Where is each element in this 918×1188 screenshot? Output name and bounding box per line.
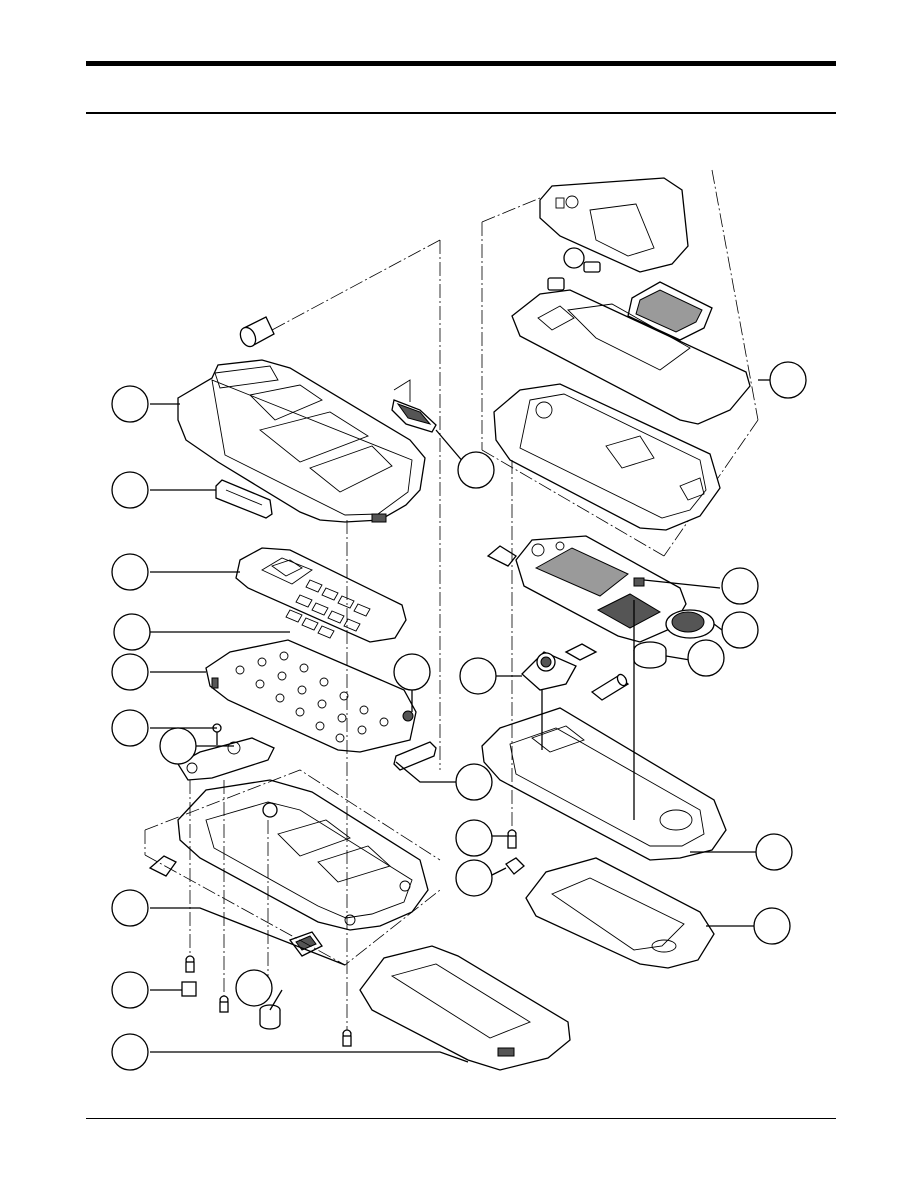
callout-circle — [687, 639, 725, 677]
earjack-cover — [148, 855, 177, 877]
callout-circle — [457, 451, 495, 489]
main-window — [539, 177, 689, 273]
right-screws — [505, 460, 525, 875]
callout-circle — [455, 819, 493, 857]
callout-circle — [159, 727, 197, 765]
lcd-window — [627, 281, 713, 341]
callout-circle — [111, 709, 149, 747]
front-upper-cover — [177, 359, 426, 523]
rear-lower-cover — [481, 600, 727, 861]
callout-circle — [753, 907, 791, 945]
keypad-pba — [205, 639, 417, 753]
hinge-bracket — [177, 723, 275, 781]
callout-circle — [111, 971, 149, 1009]
callout-circle — [111, 889, 149, 927]
receiver-rubber — [391, 379, 437, 433]
header-rule-thin — [86, 112, 836, 114]
header-rule-thick — [86, 61, 836, 66]
lower-screws — [181, 520, 352, 1047]
callout-circle — [111, 471, 149, 509]
camera-module — [521, 643, 598, 691]
vibrator — [633, 641, 667, 669]
hinge-cylinder — [239, 316, 275, 348]
callout-circle — [393, 653, 431, 691]
callout-circle — [721, 567, 759, 605]
leader-lines — [150, 379, 770, 1063]
callout-circle — [455, 763, 493, 801]
keypad-rubber — [235, 547, 407, 643]
callout-circle — [455, 859, 493, 897]
callout-circle — [111, 653, 149, 691]
volume-key — [393, 741, 437, 771]
callout-circle — [111, 553, 149, 591]
callout-circle — [721, 611, 759, 649]
callout-circle — [113, 613, 151, 651]
rear-upper-plate — [511, 289, 751, 425]
camera-window-parts — [547, 247, 601, 291]
callout-circle — [111, 1033, 149, 1071]
main-pba — [486, 535, 687, 643]
side-key — [215, 479, 273, 519]
callout-circle — [769, 361, 807, 399]
callouts-left — [111, 385, 495, 1071]
callout-circle — [459, 657, 497, 695]
speaker — [665, 609, 715, 639]
footer-rule — [86, 1118, 836, 1119]
callouts-right — [393, 361, 807, 945]
battery-cover — [525, 857, 715, 969]
rear-upper-cover — [493, 383, 721, 531]
callout-circle — [235, 969, 273, 1007]
battery — [359, 945, 571, 1071]
callout-circle — [111, 385, 149, 423]
callout-circle — [755, 833, 793, 871]
antenna — [590, 673, 630, 701]
left-group-boundary — [144, 239, 441, 855]
